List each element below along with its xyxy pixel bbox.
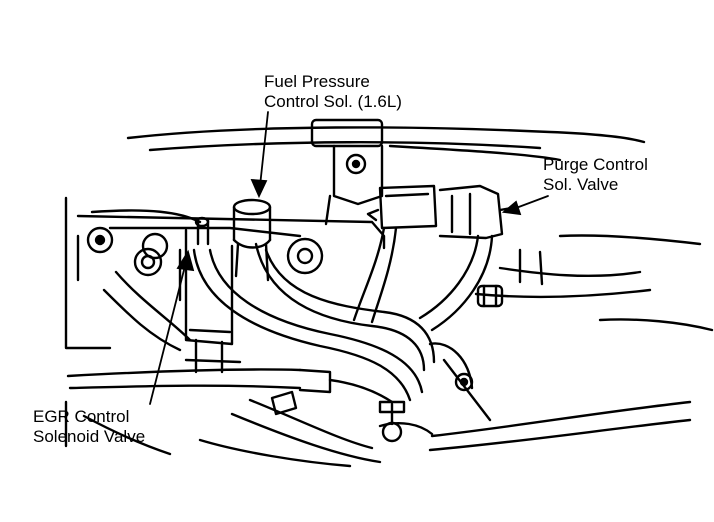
- fuel-pressure-label-line1: Fuel Pressure: [264, 72, 370, 91]
- purge-solenoid-connector: [366, 184, 514, 240]
- fuel-solenoid-bracket: [310, 118, 384, 226]
- purge-control-label-line2: Sol. Valve: [543, 175, 619, 194]
- upper-body-panel: [126, 126, 646, 162]
- bottom-left-lines: [64, 400, 352, 468]
- fuel-pressure-label-line2: Control Sol. (1.6L): [264, 92, 402, 111]
- fuel-pressure-leader: [250, 111, 269, 199]
- purge-control-valve-label: Purge Control Sol. Valve: [543, 155, 648, 195]
- purge-control-leader: [501, 195, 549, 216]
- mounting-bolts: [86, 226, 474, 392]
- lower-right-hardware: [378, 234, 714, 452]
- egr-control-label-line2: Solenoid Valve: [33, 427, 146, 446]
- fuel-pressure-solenoid-label: Fuel Pressure Control Sol. (1.6L): [264, 72, 402, 112]
- egr-solenoid-body: [178, 216, 242, 374]
- egr-control-valve-label: EGR Control Solenoid Valve: [33, 407, 145, 447]
- intake-manifold-plate: [64, 196, 386, 350]
- egr-control-leader: [149, 249, 195, 405]
- egr-control-label-line1: EGR Control: [33, 407, 130, 426]
- lower-pipes: [66, 270, 394, 464]
- vacuum-hoses: [192, 226, 652, 402]
- purge-control-label-line1: Purge Control: [543, 155, 648, 174]
- hose-clamp: [476, 284, 504, 308]
